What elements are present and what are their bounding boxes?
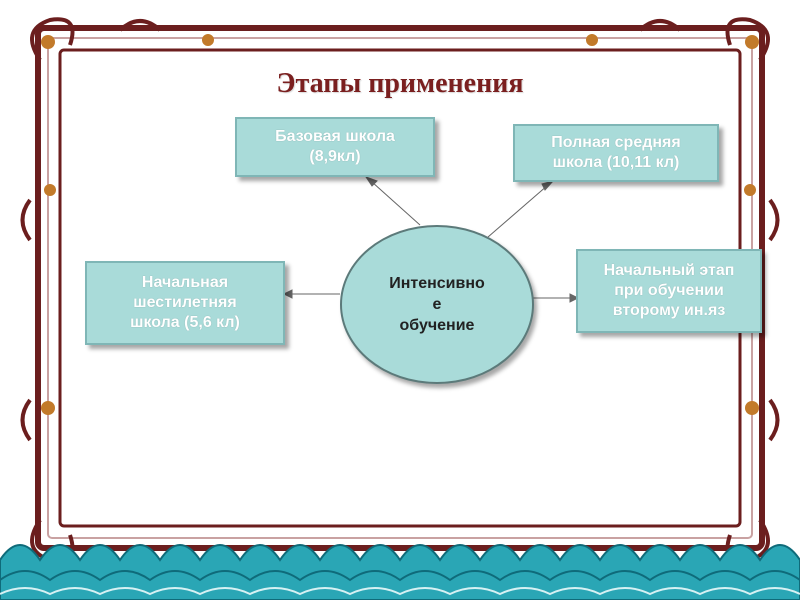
center-line-1: Интенсивно bbox=[389, 275, 485, 292]
node-primary-six-year-line-3: школа (5,6 кл) bbox=[130, 314, 240, 331]
center-node-intensive-learning: Интенсивно е обучение bbox=[340, 225, 534, 384]
page-title: Этапы применения bbox=[276, 68, 524, 99]
node-basic-school-line-1: Базовая школа bbox=[275, 128, 395, 145]
node-full-secondary-line-1: Полная средняя bbox=[551, 134, 681, 151]
node-initial-stage-line-2: при обучении bbox=[614, 282, 724, 299]
node-basic-school: Базовая школа (8,9кл) bbox=[235, 117, 435, 177]
node-full-secondary-line-2: школа (10,11 кл) bbox=[552, 154, 680, 171]
node-primary-six-year-line-2: шестилетняя bbox=[133, 294, 237, 311]
node-basic-school-line-2: (8,9кл) bbox=[309, 148, 361, 165]
center-line-3: обучение bbox=[399, 317, 475, 334]
node-initial-stage-second-language: Начальный этап при обучении второму ин.я… bbox=[576, 249, 762, 333]
node-full-secondary-school: Полная средняя школа (10,11 кл) bbox=[513, 124, 719, 182]
node-initial-stage-line-3: второму ин.яз bbox=[612, 302, 726, 319]
node-initial-stage-line-1: Начальный этап bbox=[603, 262, 735, 279]
center-line-2: е bbox=[432, 296, 442, 313]
node-primary-six-year-line-1: Начальная bbox=[141, 274, 229, 291]
node-primary-six-year-school: Начальная шестилетняя школа (5,6 кл) bbox=[85, 261, 285, 345]
